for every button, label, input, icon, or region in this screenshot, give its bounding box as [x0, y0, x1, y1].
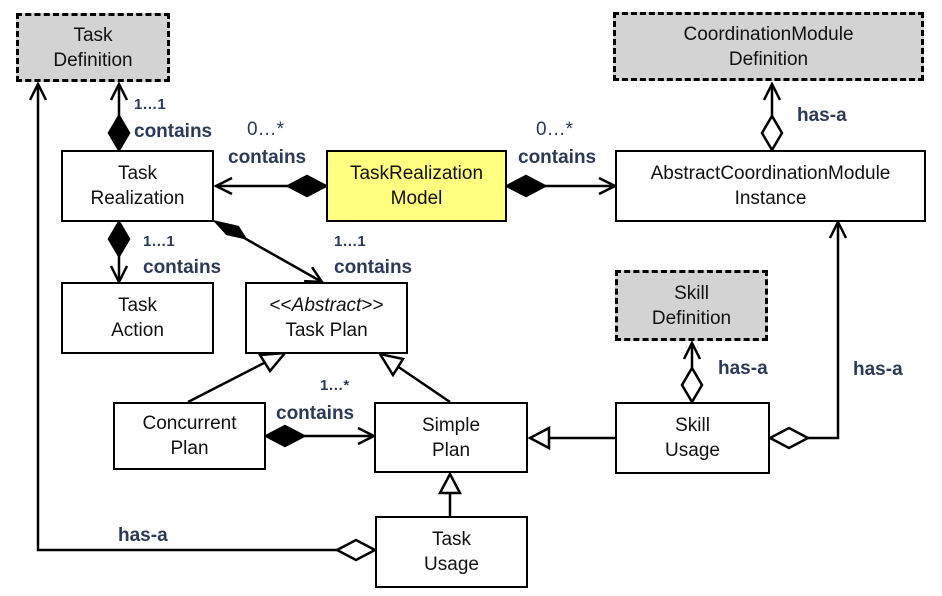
has-a-label: has-a — [853, 359, 903, 380]
multiplicity-label: 1…* — [320, 377, 350, 394]
box-label-line: Usage — [665, 440, 720, 461]
multiplicity-label: 1…1 — [143, 233, 175, 250]
edge-skillusage-to-coordinstance — [808, 222, 838, 440]
task-usage-box[interactable]: Task Usage — [375, 516, 528, 588]
box-label-line: Usage — [424, 554, 479, 575]
box-label-line: Definition — [651, 307, 732, 329]
box-label-line: Task — [73, 24, 113, 46]
edge-concurrent-generalization — [187, 360, 267, 404]
box-label-line: TaskRealization — [349, 163, 484, 184]
diamond-filled-icon — [263, 424, 307, 448]
diamond-filled-icon — [504, 174, 548, 198]
has-a-label: has-a — [118, 525, 168, 546]
diamond-open-icon — [760, 113, 784, 153]
edge-taskusage-to-taskdef — [38, 84, 337, 552]
contains-label: contains — [228, 147, 307, 168]
skill-definition-box[interactable]: Skill Definition — [615, 270, 768, 341]
box-label-line: Task — [117, 163, 158, 184]
diamond-filled-icon — [285, 174, 329, 198]
generalization-triangle-icon — [437, 471, 463, 495]
box-label-line: Action — [111, 320, 164, 341]
box-label-line: AbstractCoordinationModule — [650, 163, 891, 184]
box-label-line: Instance — [734, 188, 807, 209]
task-plan-box[interactable]: <<Abstract>> Task Plan — [245, 282, 408, 354]
multiplicity-label: 0…* — [247, 119, 284, 140]
has-a-label: has-a — [797, 105, 847, 126]
coordination-module-definition-box[interactable]: CoordinationModule Definition — [613, 12, 924, 81]
contains-label: contains — [134, 121, 213, 142]
task-definition-box[interactable]: Task Definition — [16, 13, 170, 82]
box-label-line: Simple — [421, 414, 481, 436]
generalization-triangle-icon — [377, 352, 406, 378]
diamond-filled-icon — [212, 219, 248, 240]
has-a-label: has-a — [718, 358, 768, 379]
box-label-line: Task — [117, 295, 158, 316]
edge-simple-generalization — [396, 364, 451, 404]
box-label-line: Plan — [431, 439, 471, 461]
multiplicity-label: 0…* — [536, 119, 573, 140]
box-label-line: Skill — [674, 282, 709, 304]
generalization-triangle-icon — [257, 351, 288, 374]
abstract-coordination-module-instance-box[interactable]: AbstractCoordinationModule Instance — [615, 150, 926, 222]
box-label-line: Definition — [53, 49, 133, 71]
skill-usage-box[interactable]: Skill Usage — [615, 402, 770, 474]
diamond-open-icon — [680, 365, 704, 405]
box-label-line: Task Plan — [285, 320, 368, 341]
diamond-filled-icon — [107, 219, 131, 259]
multiplicity-label: 1…1 — [134, 96, 166, 113]
box-label-line: Definition — [728, 48, 809, 70]
contains-label: contains — [143, 257, 222, 278]
contains-label: contains — [276, 403, 355, 424]
diamond-open-icon — [767, 426, 811, 450]
concurrent-plan-box[interactable]: Concurrent Plan — [113, 402, 266, 470]
box-label-line: Skill — [675, 415, 710, 436]
box-label-line: Plan — [170, 438, 209, 459]
stereotype-line: <<Abstract>> — [269, 295, 384, 316]
generalization-triangle-icon — [527, 425, 551, 451]
task-action-box[interactable]: Task Action — [61, 282, 214, 354]
task-realization-box[interactable]: Task Realization — [61, 150, 214, 222]
diamond-filled-icon — [107, 113, 131, 153]
simple-plan-box[interactable]: Simple Plan — [374, 402, 528, 473]
diamond-open-icon — [334, 538, 378, 562]
box-label-line: Realization — [90, 188, 185, 209]
contains-label: contains — [518, 147, 597, 168]
box-label-line: Model — [390, 188, 443, 209]
task-realization-model-box[interactable]: TaskRealization Model — [326, 150, 507, 222]
box-label-line: Concurrent — [142, 413, 237, 434]
contains-label: contains — [334, 257, 413, 278]
box-label-line: Task — [431, 529, 472, 550]
multiplicity-label: 1…1 — [334, 233, 366, 250]
box-label-line: CoordinationModule — [683, 23, 854, 45]
stereotype-name: Abstract — [291, 295, 362, 316]
